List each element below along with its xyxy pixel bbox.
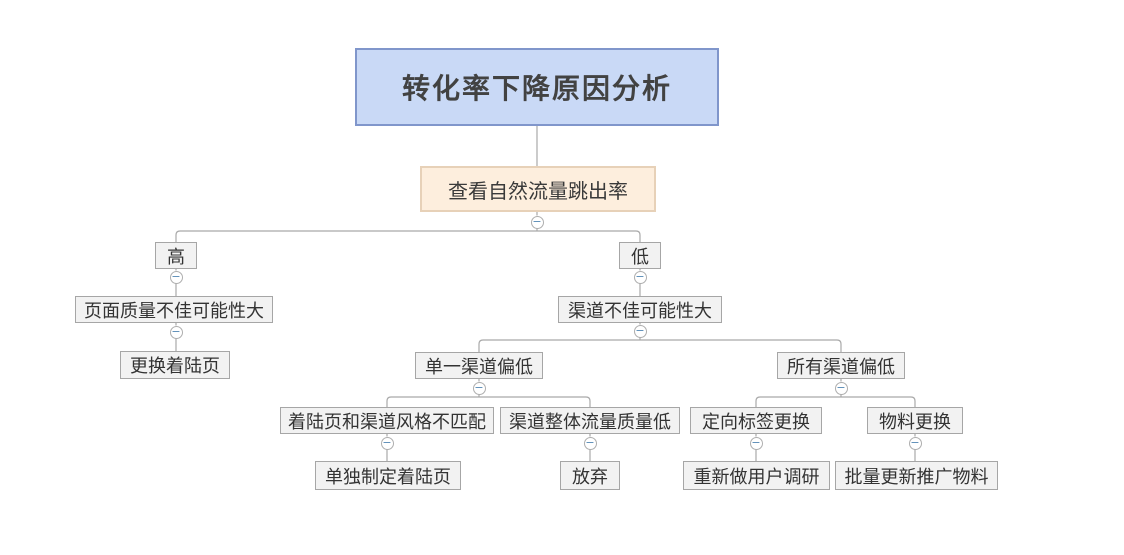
node-high[interactable]: 高	[155, 242, 197, 269]
collapse-toggle-page-quality[interactable]: −	[169, 325, 183, 339]
collapse-toggle-all-channels[interactable]: −	[834, 381, 848, 395]
node-custom-landing-page[interactable]: 单独制定着陆页	[315, 461, 461, 490]
node-channel-bad[interactable]: 渠道不佳可能性大	[558, 296, 722, 323]
collapse-toggle-single-channel[interactable]: −	[472, 381, 486, 395]
collapse-toggle-material-change[interactable]: −	[908, 436, 922, 450]
collapse-toggle-targeting-tag[interactable]: −	[749, 436, 763, 450]
connector-stubs	[175, 126, 916, 461]
collapse-toggle-high[interactable]: −	[169, 270, 183, 284]
node-batch-update-materials[interactable]: 批量更新推广物料	[835, 461, 998, 490]
node-page-quality-bad[interactable]: 页面质量不佳可能性大	[75, 296, 273, 323]
node-redo-user-research[interactable]: 重新做用户调研	[683, 461, 830, 490]
node-material-change[interactable]: 物料更换	[867, 407, 963, 434]
node-low[interactable]: 低	[619, 242, 661, 269]
collapse-toggle-style-mismatch[interactable]: −	[380, 436, 394, 450]
collapse-toggle-low[interactable]: −	[633, 270, 647, 284]
collapse-toggle-bounce[interactable]: −	[530, 215, 544, 229]
collapse-toggle-channel-quality[interactable]: −	[583, 436, 597, 450]
node-give-up[interactable]: 放弃	[560, 461, 620, 490]
connector-branches	[175, 230, 916, 407]
node-all-channels-low[interactable]: 所有渠道偏低	[777, 352, 905, 379]
node-single-channel-low[interactable]: 单一渠道偏低	[415, 352, 543, 379]
node-channel-traffic-quality-low[interactable]: 渠道整体流量质量低	[500, 407, 680, 434]
node-landing-style-mismatch[interactable]: 着陆页和渠道风格不匹配	[280, 407, 494, 434]
node-root[interactable]: 转化率下降原因分析	[355, 48, 719, 126]
collapse-toggle-channel-bad[interactable]: −	[633, 324, 647, 338]
node-check-bounce-rate[interactable]: 查看自然流量跳出率	[420, 166, 656, 212]
node-change-landing-page[interactable]: 更换着陆页	[120, 351, 230, 379]
node-targeting-tag-change[interactable]: 定向标签更换	[690, 407, 822, 434]
